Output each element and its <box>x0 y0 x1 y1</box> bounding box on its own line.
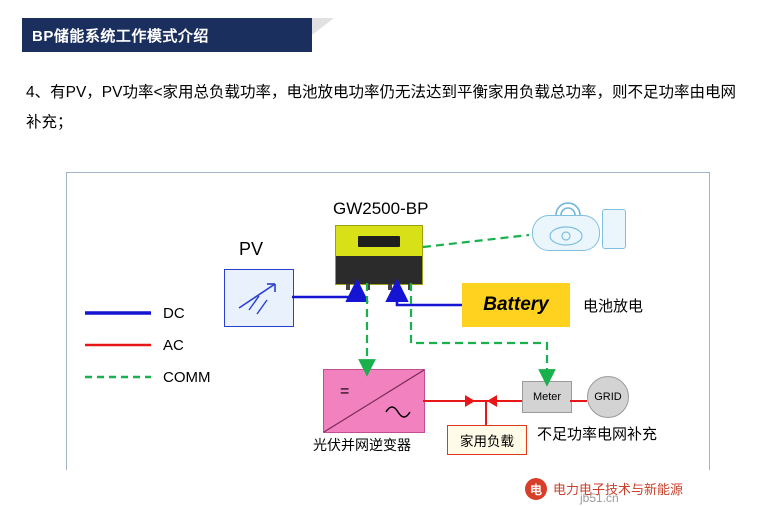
legend-comm-label: COMM <box>163 369 211 386</box>
inverter-model-label: GW2500-BP <box>333 199 429 218</box>
cloud-shape <box>549 226 583 246</box>
pv-inverter-label: 光伏并网逆变器 <box>313 437 411 453</box>
footer-bar: 电 电力电子技术与新能源 jb51.cn <box>0 470 774 506</box>
page-title: BP储能系统工作模式介绍 <box>32 27 209 45</box>
svg-text:=: = <box>340 383 349 400</box>
legend-ac-label: AC <box>163 337 184 354</box>
meter-box: Meter <box>522 381 572 413</box>
battery-box: Battery <box>462 283 570 327</box>
legend-dc-line <box>85 311 151 315</box>
cloud-monitor-icon <box>532 215 600 251</box>
legend-dc-label: DC <box>163 305 185 322</box>
gw2500bp-device <box>335 225 423 290</box>
banner-tail-decoration <box>312 18 334 52</box>
home-load-box: 家用负载 <box>447 425 527 455</box>
watermark: jb51.cn <box>580 491 619 505</box>
wifi-icon <box>555 202 581 216</box>
account-name: 电力电子技术与新能源 <box>553 482 684 497</box>
pv-panel-symbol <box>238 283 276 315</box>
header-banner: BP储能系统工作模式介绍 <box>22 18 312 52</box>
inverter-symbol: = <box>323 369 425 433</box>
grid-circle: GRID <box>587 376 629 418</box>
system-diagram: DC AC COMM PV GW2500-BP <box>66 172 710 492</box>
battery-discharge-label: 电池放电 <box>583 298 644 315</box>
legend-comm-line <box>85 375 151 379</box>
legend-ac-line <box>85 343 151 347</box>
grid-supplement-label: 不足功率电网补充 <box>537 426 658 443</box>
pv-label: PV <box>239 239 264 259</box>
inverter-display <box>358 236 400 247</box>
account-logo-icon: 电 <box>525 478 547 500</box>
body-paragraph: 4、有PV，PV功率<家用总负载功率，电池放电功率仍无法达到平衡家用负载总功率，… <box>26 84 737 131</box>
mobile-phone-icon <box>602 209 626 249</box>
diagram-wires <box>292 233 587 425</box>
pv-grid-inverter-box: = <box>323 369 425 433</box>
